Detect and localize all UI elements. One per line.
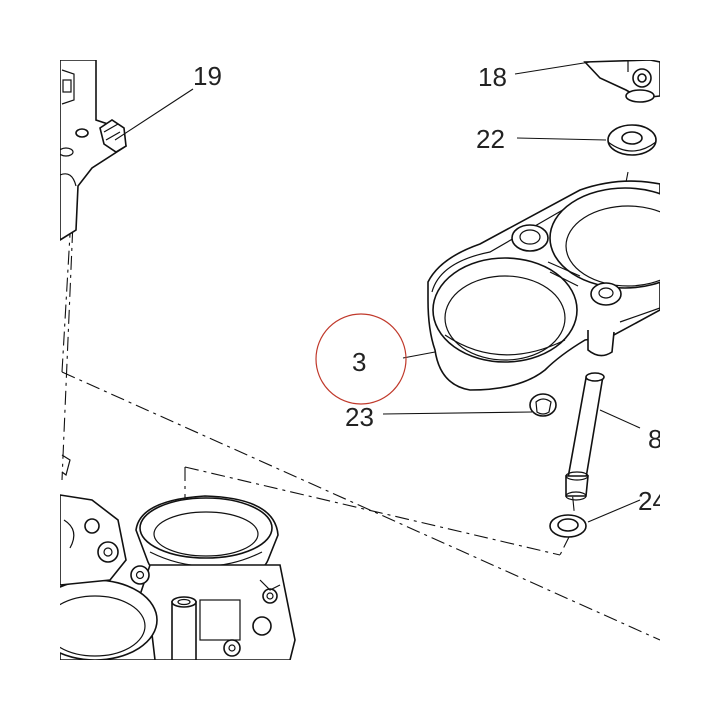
leader-lines xyxy=(114,61,641,523)
callout-23: 23 xyxy=(345,402,374,432)
oring-part-24 xyxy=(549,514,587,538)
callout-22: 22 xyxy=(476,124,505,154)
pin-part-8 xyxy=(565,372,605,501)
callout-3: 3 xyxy=(352,347,366,377)
throttle-body-assembly xyxy=(60,454,296,660)
callout-8: 8 xyxy=(648,424,662,454)
clip-part-23 xyxy=(529,393,557,417)
intake-plate-part-3 xyxy=(427,180,660,391)
highlight-circle xyxy=(315,313,407,405)
callout-24: 24 xyxy=(638,486,667,516)
link-rod-part-18 xyxy=(583,60,660,103)
callout-labels: 19 18 22 3 23 8 24 xyxy=(193,61,667,516)
upper-left-housing xyxy=(60,60,127,241)
callout-18: 18 xyxy=(478,62,507,92)
callout-19: 19 xyxy=(193,61,222,91)
clip-part-19 xyxy=(99,119,127,153)
washer-part-22 xyxy=(607,124,657,156)
